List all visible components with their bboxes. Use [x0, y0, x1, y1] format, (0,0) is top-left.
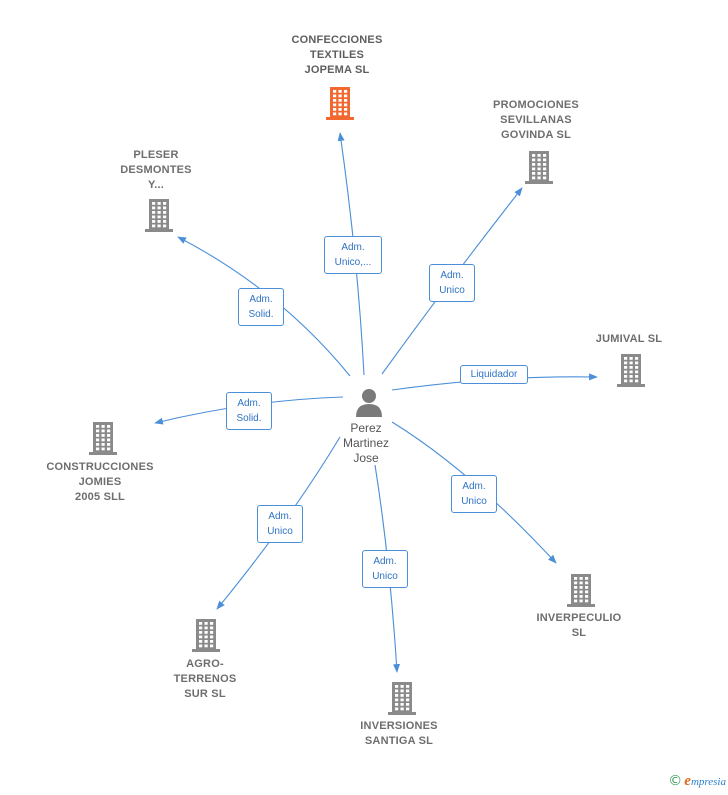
- building-icon-inverpeculio[interactable]: [565, 573, 597, 607]
- role-box-santiga[interactable]: Adm. Unico: [362, 550, 408, 588]
- role-box-agro[interactable]: Adm. Unico: [257, 505, 303, 543]
- company-label-agro[interactable]: AGRO- TERRENOS SUR SL: [173, 658, 237, 700]
- role-box-jopema[interactable]: Adm. Unico,...: [324, 236, 382, 274]
- building-icon-agro[interactable]: [190, 618, 222, 652]
- company-label-inverpeculio[interactable]: INVERPECULIO SL: [536, 612, 622, 639]
- company-label-pleser[interactable]: PLESER DESMONTES Y...: [120, 149, 192, 191]
- building-icon-jopema[interactable]: [324, 86, 356, 120]
- person-name[interactable]: Perez Martinez Jose: [342, 421, 389, 465]
- company-label-jomies[interactable]: CONSTRUCCIONES JOMIES 2005 SLL: [46, 461, 154, 503]
- building-icon-jumival[interactable]: [615, 353, 647, 387]
- role-box-inverpeculio[interactable]: Adm. Unico: [451, 475, 497, 513]
- role-box-promociones[interactable]: Adm. Unico: [429, 264, 475, 302]
- brand-logo-initial: e: [684, 773, 691, 789]
- company-label-promociones[interactable]: PROMOCIONES SEVILLANAS GOVINDA SL: [493, 99, 579, 141]
- role-box-pleser[interactable]: Adm. Solid.: [238, 288, 284, 326]
- company-label-santiga[interactable]: INVERSIONES SANTIGA SL: [360, 720, 438, 747]
- role-box-jomies[interactable]: Adm. Solid.: [226, 392, 272, 430]
- building-icon-promociones[interactable]: [523, 150, 555, 184]
- building-icon-pleser[interactable]: [143, 198, 175, 232]
- brand-name: mpresia: [690, 776, 726, 788]
- copyright-icon: ©: [668, 773, 683, 789]
- role-box-jumival[interactable]: Liquidador: [460, 365, 528, 384]
- building-icon-santiga[interactable]: [386, 681, 418, 715]
- building-icon-jomies[interactable]: [87, 421, 119, 455]
- company-label-jopema[interactable]: CONFECCIONES TEXTILES JOPEMA SL: [291, 34, 383, 76]
- person-icon: [356, 389, 382, 417]
- company-label-jumival[interactable]: JUMIVAL SL: [595, 333, 663, 345]
- footer-brand[interactable]: ©empresia: [668, 773, 726, 790]
